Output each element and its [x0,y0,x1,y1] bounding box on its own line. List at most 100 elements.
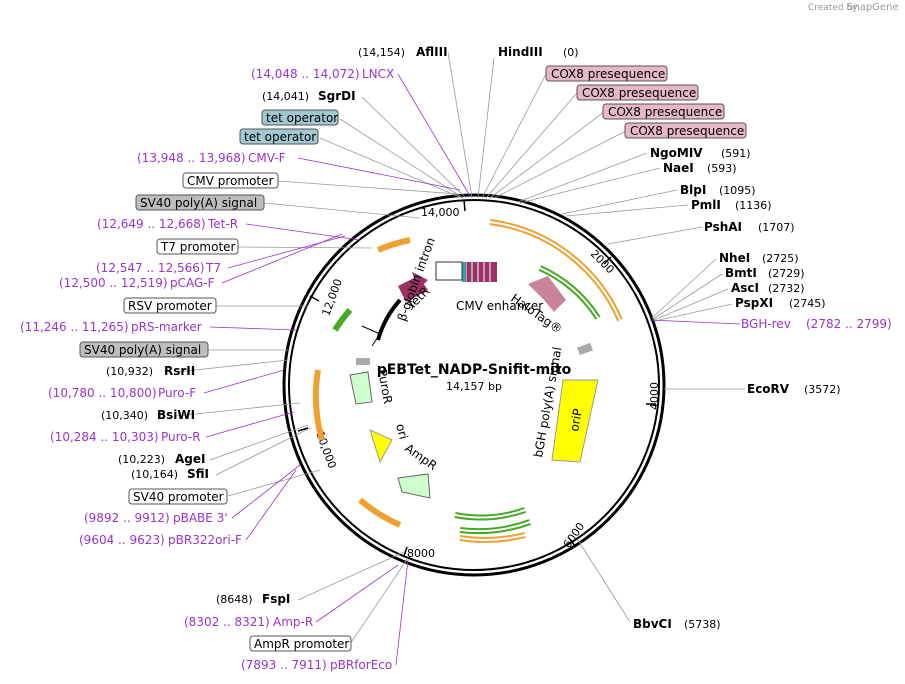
primer-range: (2782 .. 2799) [806,317,892,331]
sv40-block [356,358,370,365]
feature-label: AmpR [402,441,439,473]
ticks [297,199,656,557]
site-name: NgoMIV [650,146,703,160]
site-name: EcoRV [747,382,790,396]
site-pos: (591) [721,147,751,160]
feature-box-label: COX8 presequence [582,86,696,100]
site-pos: (10,223) [118,453,165,466]
primer-range: (9892 .. 9912) [84,511,170,525]
site-name: PspXI [735,296,773,310]
primer-name: Tet-R [207,217,238,231]
feature-box-label: tet operator [244,130,316,144]
tick-label: 4000 [648,382,661,410]
site-name: NaeI [663,161,694,175]
feature-box-label: CMV promoter [187,174,274,188]
tet-operator-block [462,262,466,282]
site-name: AscI [731,281,759,295]
feature-box-label: AmpR promoter [254,637,349,651]
ampr-arrow [397,473,431,499]
sites-right: HindIII (0) NgoMIV (591) NaeI (593) BlpI… [498,45,841,631]
primer-name: LNCX [362,67,394,81]
primers-left: (14,048 .. 14,072) LNCX (13,948 .. 13,96… [20,67,394,672]
site-name: BmtI [725,266,757,280]
halotag-arrow [528,276,566,312]
primer-range: (12,500 .. 12,519) [59,276,168,290]
orip-arrow [551,379,599,463]
primer-name: CMV-F [248,151,286,165]
site-pos: (3572) [804,383,841,396]
feature-box-label: COX8 presequence [630,124,744,138]
feature-box-label: SV40 poly(A) signal [84,343,201,357]
site-name: FspI [262,592,290,606]
primer-name: pBABE 3' [173,511,228,525]
site-name: PmlI [691,198,721,212]
cox8-blocks [463,262,497,282]
primer-name: Amp-R [273,615,313,629]
snapgene-logo: SnapGene [847,2,899,13]
primer-name: pRS-marker [131,320,202,334]
cmv-promoter-block [435,261,463,281]
site-pos: (2725) [762,252,799,265]
site-name: BlpI [680,183,706,197]
site-pos: (14,154) [358,46,405,59]
site-name: BsiWI [157,408,195,422]
site-pos: (2729) [768,267,805,280]
site-pos: (1707) [758,221,795,234]
leaders-right [477,57,745,623]
tick-label: 12,000 [320,277,345,318]
site-name: RsrII [164,364,195,378]
feature-label: PuroR [375,368,395,405]
primer-range: (13,948 .. 13,968) [137,151,246,165]
site-name: HindIII [498,45,543,59]
leaders-left [175,51,473,645]
feature-box-label: T7 promoter [160,240,236,254]
primer-name: pBR322ori-F [168,533,242,547]
primer-name: BGH-rev [741,317,791,331]
feature-box-label: COX8 presequence [551,67,665,81]
site-pos: (1136) [735,199,772,212]
primer-name: Puro-R [161,430,201,444]
site-name: AflIII [416,45,448,59]
tick-label: 8000 [407,547,435,560]
feature-box-label: COX8 presequence [608,105,722,119]
primer-range: (10,284 .. 10,303) [50,430,159,444]
intron-arc [376,298,402,341]
primer-name: Puro-F [158,386,196,400]
site-pos: (8648) [216,593,253,606]
primer-range: (12,649 .. 12,668) [97,217,206,231]
site-pos: (1095) [719,184,756,197]
site-pos: (2745) [789,297,826,310]
site-name: NheI [719,251,750,265]
boxes-left: tet operator tet operator CMV promoter S… [79,109,352,652]
feature-label: oriP [567,408,585,433]
plasmid-size: 14,157 bp [446,380,502,393]
primer-name: T7 [205,261,221,275]
primer-name: pCAG-F [170,276,215,290]
tick-label: 10,000 [313,430,338,471]
site-pos: (0) [563,46,579,59]
site-pos: (10,164) [131,468,178,481]
primer-range: (10,780 .. 10,800) [48,386,157,400]
site-pos: (10,340) [101,409,148,422]
backbone-inner [288,199,660,571]
credit-text: Created by [808,3,858,13]
primer-range: (14,048 .. 14,072) [251,67,360,81]
primer-range: (12,547 .. 12,566) [96,261,205,275]
site-name: SgrDI [318,89,356,103]
plasmid-name: pEBTet_NADP-Snifit-mito [377,362,572,378]
feature-label: CMV enhancer [456,299,543,313]
site-name: PshAI [704,220,742,234]
site-pos: (2732) [768,282,805,295]
site-name: SfiI [187,467,209,481]
site-name: BbvCI [633,617,672,631]
bgh-polya-block [577,342,593,356]
primer-range: (7893 .. 7911) [241,658,327,672]
puror-arrow [349,371,373,405]
site-pos: (593) [707,162,737,175]
primer-range: (8302 .. 8321) [184,615,270,629]
primer-name: pBRforEco [330,658,392,672]
ori-arrow [369,429,393,464]
backbone-outer [282,193,666,577]
sites-left: (14,154) AflIII (14,041) SgrDI (10,932) … [101,45,448,606]
